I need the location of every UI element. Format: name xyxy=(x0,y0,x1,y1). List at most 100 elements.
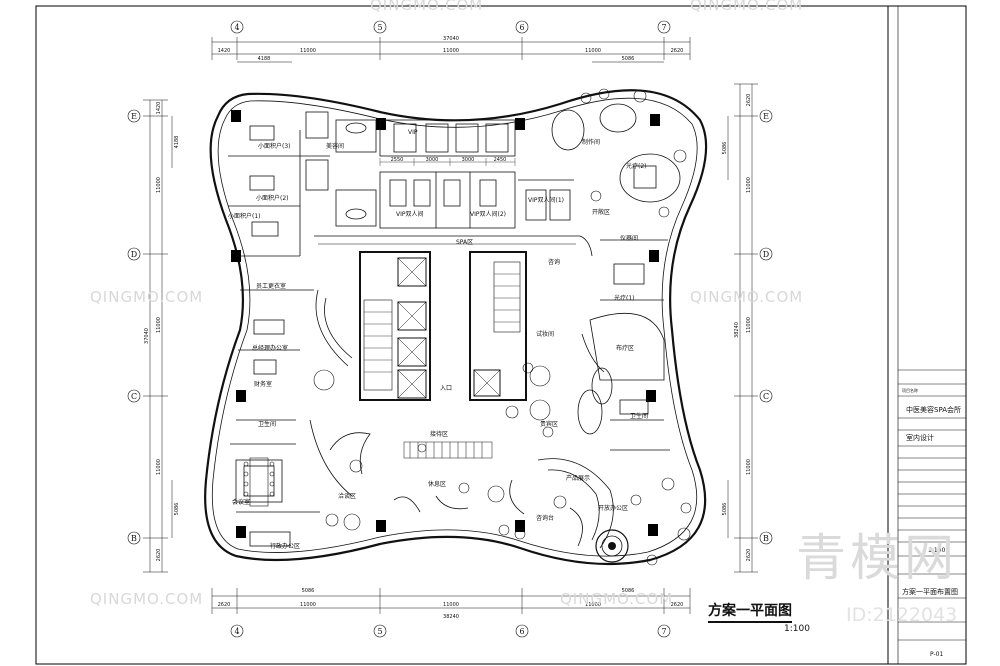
room-label-4: VIP双人间 xyxy=(396,210,424,218)
left-dim-5: 2620 xyxy=(156,549,162,562)
top-dim-1: 1420 xyxy=(218,48,231,54)
axis-bottom-7: 7 xyxy=(661,627,666,636)
room-label-12: 卫生间 xyxy=(258,420,276,428)
bottom-dim-4: 11000 xyxy=(585,602,601,608)
axis-bottom-5: 5 xyxy=(377,627,382,636)
top-dim-3: 11000 xyxy=(443,48,459,54)
room-label-6: VIP双人间(1) xyxy=(528,196,564,204)
axis-right-e: E xyxy=(763,112,769,121)
room-label-29: 试妆间 xyxy=(536,330,554,338)
conference-table xyxy=(243,457,275,507)
axis-left-e: E xyxy=(131,112,137,121)
internal-dim-1: 2550 xyxy=(391,157,404,163)
axis-right-b: B xyxy=(763,534,769,543)
title-block-project-name: 中医美容SPA会所 xyxy=(906,405,961,414)
bottom-dim-5: 2620 xyxy=(671,602,684,608)
bottom-axis-bubbles xyxy=(230,624,671,638)
title-block-project-label: 项目名称 xyxy=(902,387,918,393)
building-outer-wall xyxy=(204,89,708,566)
left-sub-dim-2: 5086 xyxy=(174,503,180,516)
room-label-27: 洽谈区 xyxy=(338,492,356,500)
title-block-drawing-name: 方案一平面布置图 xyxy=(902,587,958,596)
axis-top-7: 7 xyxy=(661,23,666,32)
reception-counter xyxy=(403,441,493,459)
left-dim-3: 11000 xyxy=(156,317,162,333)
room-label-13: 会议室 xyxy=(232,498,250,506)
right-dim-4: 11000 xyxy=(746,459,752,475)
left-dim-4: 11000 xyxy=(156,459,162,475)
room-label-2: 小面积户(2) xyxy=(256,194,289,202)
room-label-32: VIP xyxy=(408,129,418,136)
internal-dim-3: 3000 xyxy=(462,157,475,163)
room-label-26: 入口 xyxy=(440,385,452,392)
left-dim-1: 1420 xyxy=(156,102,162,115)
right-wing-partitions xyxy=(551,103,681,451)
bottom-sub-dim-2: 5086 xyxy=(622,588,635,594)
axis-top-5: 5 xyxy=(377,23,382,32)
room-label-14: 行政办公区 xyxy=(270,542,300,550)
room-label-23: 卫生间 xyxy=(630,412,648,420)
room-label-15: 休息区 xyxy=(428,480,446,488)
internal-dim-2: 3000 xyxy=(426,157,439,163)
right-dim-1: 2620 xyxy=(746,94,752,107)
room-label-9: 员工更衣室 xyxy=(256,282,286,290)
brand-watermark: 青模网 xyxy=(796,529,958,587)
room-label-24: 仪器间 xyxy=(620,234,638,242)
room-label-22: 布疗区 xyxy=(616,344,634,352)
room-label-28: 贵宾区 xyxy=(540,420,558,428)
internal-dimension-strip xyxy=(379,158,516,166)
right-dim-5: 2620 xyxy=(746,549,752,562)
top-axis-bubbles xyxy=(230,20,671,34)
room-label-25: 制作间 xyxy=(582,138,600,146)
drawing-title: 方案一平面图 xyxy=(708,600,792,623)
room-label-17: 咨询台 xyxy=(536,514,554,522)
internal-dim-4: 2450 xyxy=(494,157,507,163)
right-dim-3: 11000 xyxy=(746,317,752,333)
right-dimension-chain xyxy=(727,83,758,573)
room-label-3: 小面积户(1) xyxy=(228,212,261,220)
axis-bottom-4: 4 xyxy=(234,627,239,636)
bottom-dim-1: 2620 xyxy=(218,602,231,608)
title-block-discipline: 室内设计 xyxy=(906,433,934,442)
room-label-1: 小面积户(3) xyxy=(258,142,291,150)
room-label-20: 光疗(2) xyxy=(626,162,647,170)
room-label-30: 开敞区 xyxy=(592,208,610,216)
round-reception-desk xyxy=(595,529,629,563)
room-label-8: 美容间 xyxy=(326,142,344,150)
axis-left-d: D xyxy=(131,250,137,259)
room-label-31: 咨询 xyxy=(548,258,560,266)
room-label-19: 开放办公区 xyxy=(598,504,628,512)
right-sub-dim-1: 5086 xyxy=(722,142,728,155)
axis-top-6: 6 xyxy=(519,23,524,32)
axis-right-c: C xyxy=(763,392,769,401)
top-dim-4: 11000 xyxy=(585,48,601,54)
room-label-10: 总经理办公室 xyxy=(252,344,288,352)
right-dim-2: 11000 xyxy=(746,177,752,193)
right-axis-bubbles xyxy=(759,109,773,545)
top-dim-2: 11000 xyxy=(300,48,316,54)
room-label-7: SPA区 xyxy=(456,239,473,246)
spa-corridor-wall xyxy=(314,235,593,257)
room-label-21: 光疗(1) xyxy=(614,294,635,302)
top-dim-5: 2620 xyxy=(671,48,684,54)
bottom-total-dimension: 38240 xyxy=(443,614,459,620)
room-label-11: 财务室 xyxy=(254,380,272,388)
axis-bottom-6: 6 xyxy=(519,627,524,636)
top-sub-dim-2: 5086 xyxy=(622,56,635,62)
planting xyxy=(325,88,692,566)
left-sub-dim-1: 4188 xyxy=(174,136,180,149)
central-core xyxy=(359,251,527,401)
building-inner-wall xyxy=(211,97,698,557)
axis-top-4: 4 xyxy=(234,23,239,32)
left-axis-bubbles xyxy=(127,109,141,545)
right-total-dimension: 38240 xyxy=(734,322,740,338)
bottom-sub-dim-1: 5086 xyxy=(302,588,315,594)
axis-left-c: C xyxy=(131,392,137,401)
top-sub-dim-1: 4188 xyxy=(258,56,271,62)
title-block-grid xyxy=(898,369,966,641)
room-label-18: 产品展示 xyxy=(566,474,590,482)
left-dimension-chain xyxy=(143,99,173,573)
reception-curves xyxy=(309,289,614,549)
room-label-5: VIP双人间(2) xyxy=(470,210,506,218)
